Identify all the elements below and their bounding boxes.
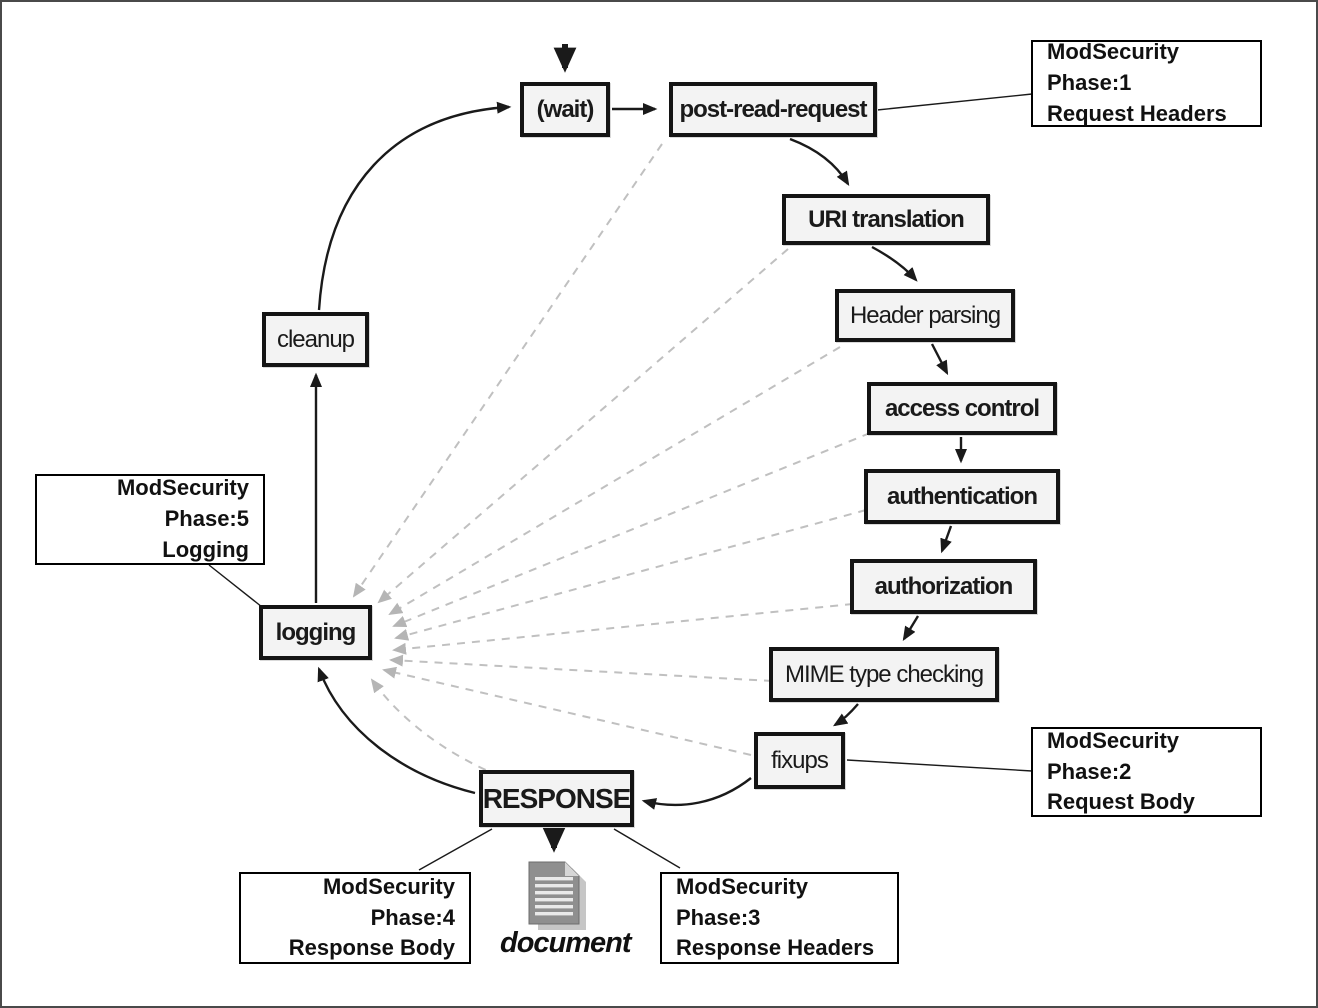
- annotation-line: Request Headers: [1047, 100, 1227, 126]
- dashed-uri-translation-to-logging: [377, 248, 789, 604]
- arrow-cleanup-to-wait: [317, 101, 512, 311]
- connector-response-phase3: [613, 828, 681, 869]
- dashed-fixups-to-logging: [382, 666, 752, 756]
- annotation-connectors: [208, 93, 1033, 871]
- node-wait: (wait): [520, 82, 610, 137]
- connector-post-read-request-phase1: [876, 93, 1033, 111]
- node-mime-type-checking: MIME type checking: [769, 647, 999, 702]
- dashed-response-to-logging: [370, 678, 631, 809]
- dashed-authentication-to-logging: [394, 509, 867, 641]
- node-fixups: fixups: [754, 732, 845, 789]
- document-icon: [528, 861, 586, 930]
- node-access-control: access control: [867, 382, 1057, 435]
- arrow-header-parsing-to-access-control: [930, 343, 949, 376]
- dashed-header-parsing-to-logging: [388, 346, 841, 616]
- dashed-access-control-to-logging: [392, 432, 871, 628]
- connector-response-phase4: [418, 828, 493, 871]
- annotation-line: Request Body: [1047, 789, 1195, 815]
- node-response: RESPONSE: [479, 770, 634, 827]
- arrow-authorization-to-mime: [902, 615, 920, 642]
- annotation-modsecurity-phase-4: ModSecurity Phase:4 Response Body: [239, 872, 471, 964]
- node-authorization: authorization: [850, 559, 1037, 614]
- arrow-post-read-request-to-uri: [789, 137, 850, 187]
- annotation-modsecurity-phase-1: ModSecurity Phase:1 Request Headers: [1031, 39, 1262, 127]
- node-logging: logging: [259, 605, 372, 660]
- annotation-modsecurity-phase-3: ModSecurity Phase:3 Response Headers: [660, 872, 899, 964]
- annotation-line: ModSecurity Phase:3: [676, 873, 809, 930]
- annotation-line: ModSecurity Phase:2: [1047, 727, 1180, 784]
- annotation-line: ModSecurity Phase:1: [1047, 39, 1180, 96]
- node-uri-translation: URI translation: [782, 194, 990, 245]
- dashed-arrows-to-logging: [352, 143, 871, 809]
- annotation-line: Response Body: [288, 935, 455, 961]
- dashed-post-read-request-to-logging: [352, 143, 663, 598]
- annotation-line: ModSecurity Phase:5: [116, 475, 249, 532]
- annotation-line: ModSecurity Phase:4: [322, 873, 455, 930]
- flow-arrows: [310, 44, 967, 853]
- connector-phase5-logging: [208, 564, 263, 608]
- node-post-read-request: post-read-request: [669, 82, 877, 137]
- arrow-fixups-to-response: [641, 777, 752, 810]
- node-cleanup: cleanup: [262, 312, 369, 367]
- annotation-line: Response Headers: [676, 935, 875, 961]
- arrow-authentication-to-authorization: [940, 525, 953, 554]
- annotation-modsecurity-phase-2: ModSecurity Phase:2 Request Body: [1031, 727, 1262, 817]
- connector-fixups-phase2: [846, 759, 1033, 772]
- document-label: document: [500, 927, 632, 959]
- node-authentication: authentication: [864, 469, 1060, 524]
- dashed-mime-type-checking-to-logging: [389, 654, 773, 682]
- annotation-modsecurity-phase-5: ModSecurity Phase:5 Logging: [35, 474, 265, 565]
- annotation-line: Logging: [162, 536, 249, 562]
- arrow-uri-to-header-parsing: [871, 245, 918, 282]
- arrow-mime-to-fixups: [832, 703, 859, 727]
- arrow-response-to-logging: [317, 666, 476, 795]
- dashed-authorization-to-logging: [392, 603, 854, 655]
- node-header-parsing: Header parsing: [835, 289, 1015, 342]
